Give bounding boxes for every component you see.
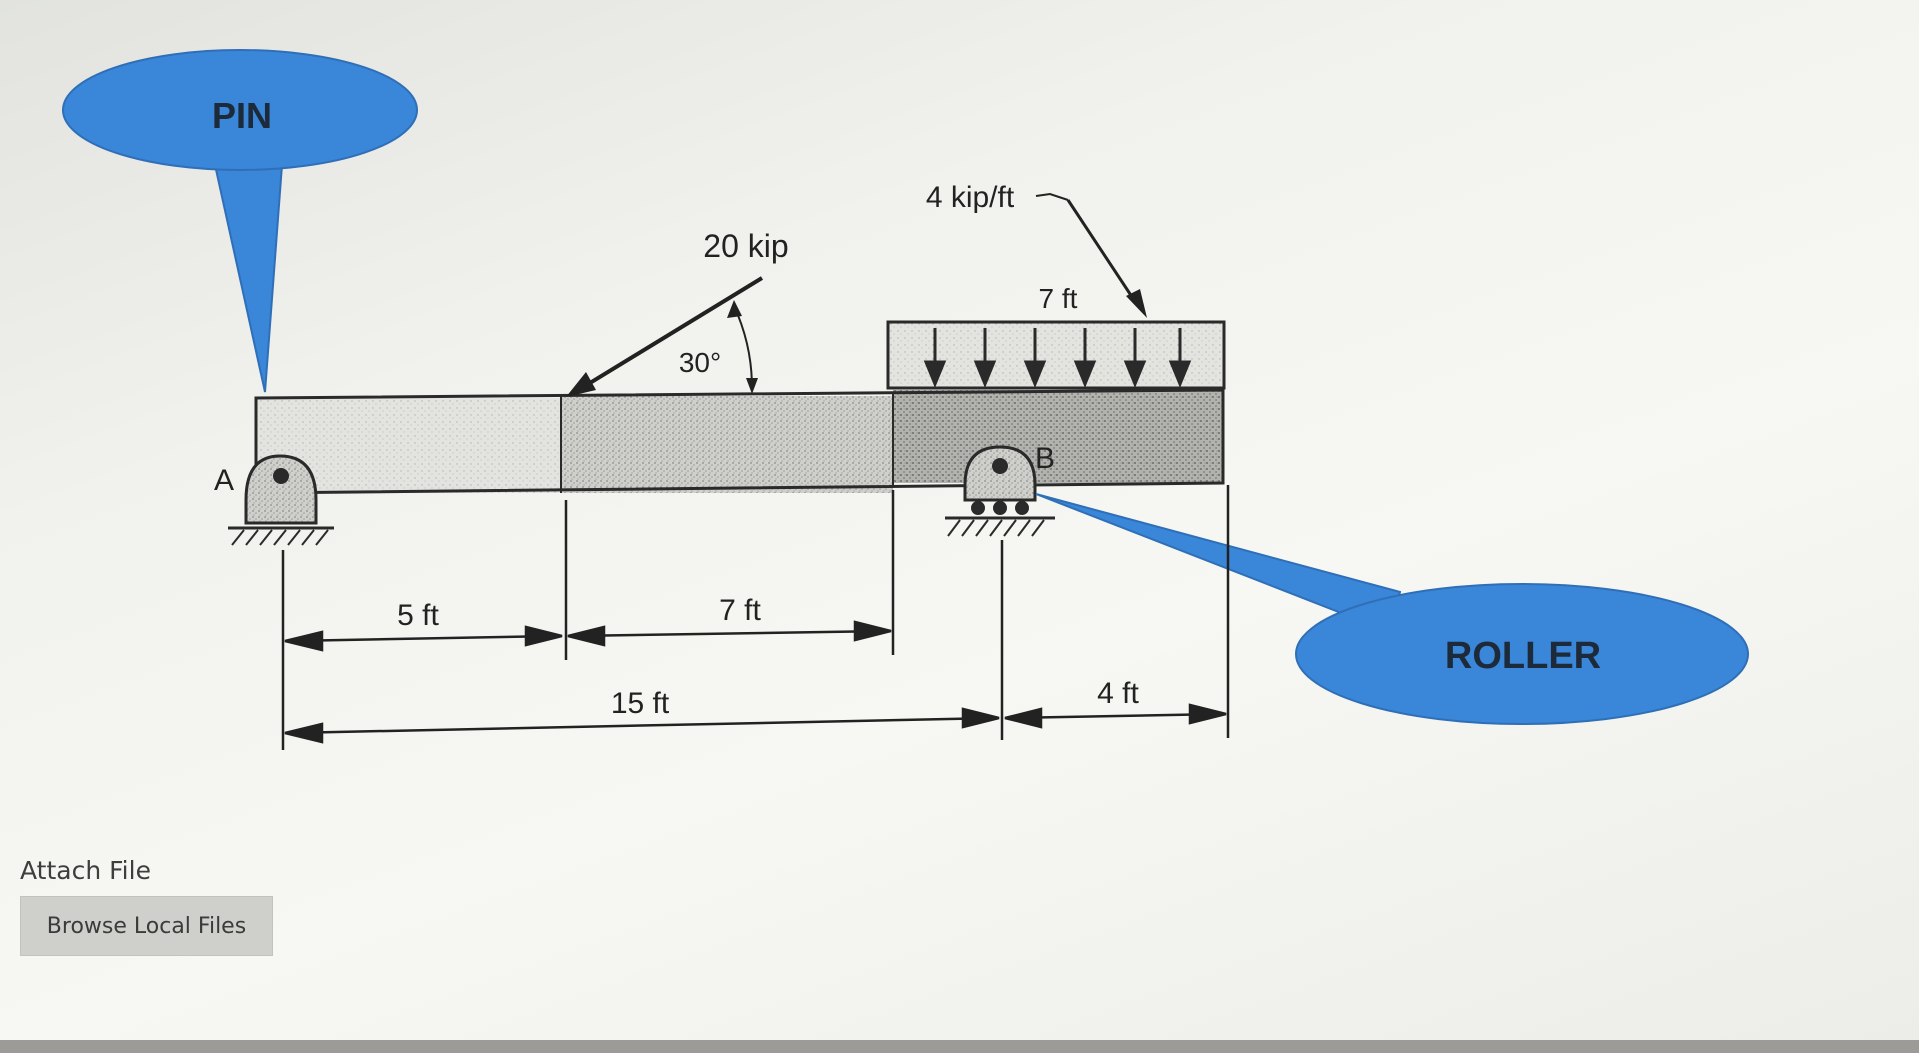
dimension-4ft: 4 ft xyxy=(1097,677,1139,710)
support-b-label: B xyxy=(1035,442,1055,475)
support-a-pin: A xyxy=(214,454,334,546)
beam xyxy=(254,388,1225,495)
pin-callout-bubble xyxy=(62,49,418,171)
distributed-load: 4 kip/ft 7 ft xyxy=(886,181,1226,390)
pin-callout-label: PIN xyxy=(212,95,272,136)
distributed-load-block xyxy=(886,320,1226,390)
roller-callout-bubble xyxy=(1295,583,1749,725)
distributed-load-label: 4 kip/ft xyxy=(926,181,1015,214)
roller-callout-label: ROLLER xyxy=(1445,635,1601,677)
support-b-roller: B xyxy=(945,442,1055,537)
browse-local-files-button[interactable]: Browse Local Files xyxy=(20,896,273,956)
dimension-15ft: 15 ft xyxy=(611,687,670,720)
dimension-7ft: 7 ft xyxy=(719,594,761,627)
pin-callout: PIN xyxy=(62,49,418,393)
distributed-load-length: 7 ft xyxy=(1039,283,1078,314)
angle-label: 30° xyxy=(679,347,721,378)
attach-file-label: Attach File xyxy=(20,856,151,885)
roller-callout: ROLLER xyxy=(1035,493,1749,725)
beam-outline xyxy=(254,388,1225,495)
support-a-label: A xyxy=(214,464,234,497)
dimensions xyxy=(281,485,1230,750)
point-load-label: 20 kip xyxy=(703,228,788,264)
pin-callout-pointer xyxy=(213,164,284,393)
bottom-edge xyxy=(0,1040,1919,1053)
point-load: 20 kip 30° xyxy=(566,228,789,397)
beam-segment-right xyxy=(893,390,1223,483)
beam-segment-middle xyxy=(561,396,893,493)
dimension-5ft: 5 ft xyxy=(397,599,439,632)
